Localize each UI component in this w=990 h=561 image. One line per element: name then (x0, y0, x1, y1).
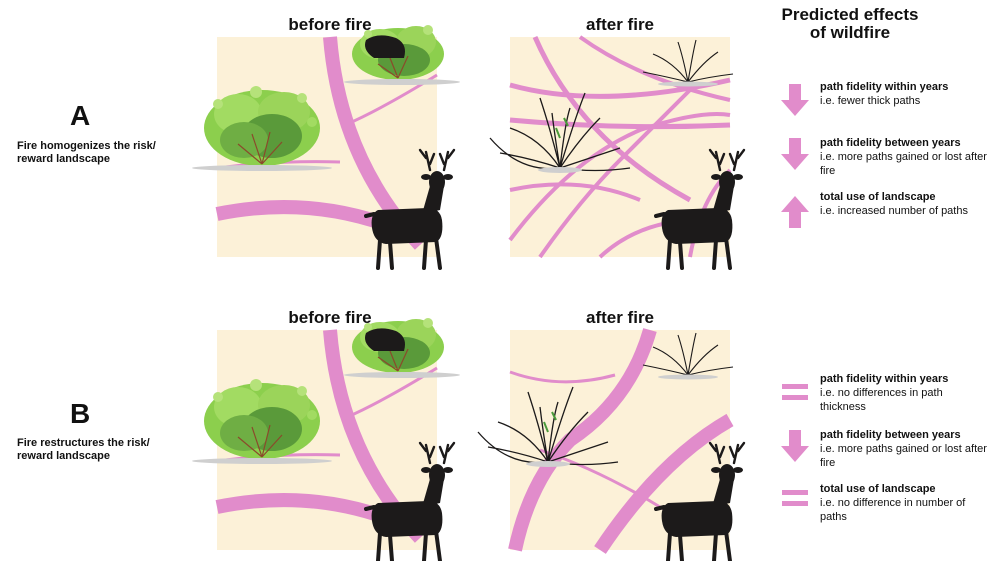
landscape-b-after (478, 330, 744, 561)
effect-title: path fidelity within years (820, 80, 990, 94)
effect-title: path fidelity within years (820, 372, 970, 386)
effect-b-3: total use of landscape i.e. no differenc… (820, 482, 980, 524)
effect-a-1: path fidelity within years i.e. fewer th… (820, 80, 990, 108)
arrow-down-icon (781, 430, 809, 462)
landscape-a-before (192, 25, 460, 268)
effect-title: path fidelity between years (820, 136, 988, 150)
effect-title: total use of landscape (820, 482, 980, 496)
arrow-down-icon (781, 138, 809, 170)
landscape-b-before (192, 318, 460, 561)
effect-desc: i.e. more paths gained or lost after fir… (820, 150, 988, 178)
effect-b-2: path fidelity between years i.e. more pa… (820, 428, 988, 470)
effect-title: path fidelity between years (820, 428, 988, 442)
equals-icon (782, 490, 808, 506)
equals-icon (782, 384, 808, 400)
effect-desc: i.e. no difference in number of paths (820, 496, 980, 524)
effect-desc: i.e. increased number of paths (820, 204, 970, 218)
arrow-down-icon (781, 84, 809, 116)
arrow-up-icon (781, 196, 809, 228)
effect-a-3: total use of landscape i.e. increased nu… (820, 190, 970, 218)
effect-desc: i.e. fewer thick paths (820, 94, 990, 108)
effect-b-1: path fidelity within years i.e. no diffe… (820, 372, 970, 414)
effect-title: total use of landscape (820, 190, 970, 204)
effect-a-2: path fidelity between years i.e. more pa… (820, 136, 988, 178)
landscape-a-after (490, 37, 744, 268)
effect-desc: i.e. no differences in path thickness (820, 386, 970, 414)
effect-desc: i.e. more paths gained or lost after fir… (820, 442, 988, 470)
